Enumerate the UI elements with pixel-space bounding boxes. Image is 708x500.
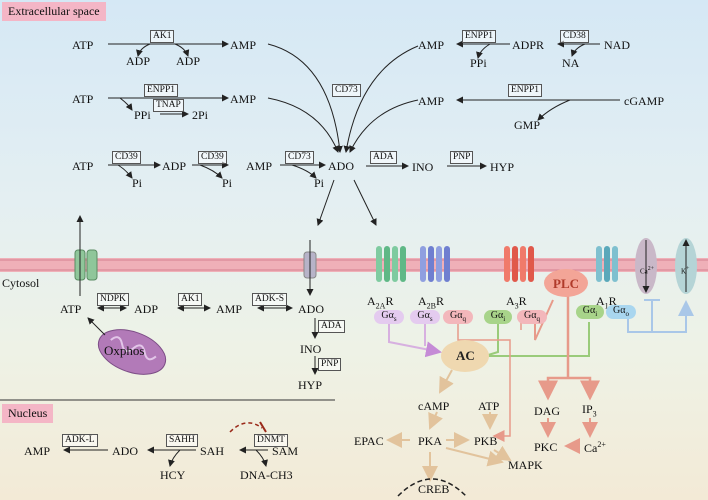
enzyme-ak1-1: AK1: [150, 30, 175, 43]
g-protein-a3-q: Gαq: [517, 310, 547, 324]
enzyme-adks: ADK-S: [252, 293, 288, 306]
node-dag: DAG: [534, 404, 560, 418]
node-hyp-cyto: HYP: [298, 378, 323, 392]
node-ppi-2: PPi: [134, 108, 151, 122]
node-amp-3: AMP: [246, 159, 273, 173]
node-cgamp: cGAMP: [624, 94, 665, 108]
enzyme-adkl: ADK-L: [62, 434, 98, 447]
node-creb: CREB: [418, 482, 450, 496]
g-protein-a1-o: Gαo: [606, 305, 636, 319]
enzyme-cd39-1: CD39: [112, 151, 141, 164]
node-adp-cyto: ADP: [134, 302, 159, 316]
enzyme-enpp1-r1: ENPP1: [462, 30, 496, 43]
node-na: NA: [562, 56, 580, 70]
node-amp-r1: AMP: [418, 38, 445, 52]
a2a-receptor-icon: [376, 246, 406, 282]
enzyme-cd73-top: CD73: [332, 84, 361, 97]
label-a2a-receptor: A2AR: [367, 294, 394, 311]
node-sam: SAM: [272, 444, 299, 458]
node-sah: SAH: [200, 444, 225, 458]
node-pi-3a: Pi: [132, 176, 143, 190]
mitochondrion-label: Oxphos: [104, 343, 145, 358]
node-mapk: MAPK: [508, 458, 543, 472]
node-atp-2: ATP: [72, 92, 94, 106]
enzyme-cd39-2: CD39: [198, 151, 227, 164]
node-amp-1: AMP: [230, 38, 257, 52]
ac-label: AC: [456, 348, 475, 363]
node-nad: NAD: [604, 38, 630, 52]
node-adpr: ADPR: [512, 38, 545, 52]
g-protein-a2b-q: Gαq: [443, 310, 473, 324]
plc-node: [544, 269, 588, 297]
node-pi-3b: Pi: [222, 176, 233, 190]
node-calcium: Ca2+: [584, 440, 606, 455]
enzyme-sahh: SAHH: [166, 434, 198, 447]
mitochondrion-icon: [97, 329, 167, 375]
node-hcy: HCY: [160, 468, 186, 482]
node-ino-cyto: INO: [300, 342, 322, 356]
label-potassium-channel: K+: [681, 266, 690, 276]
node-atp-signal: ATP: [478, 399, 500, 413]
enzyme-tnap: TNAP: [153, 99, 184, 112]
enzyme-pnp-cyto: PNP: [318, 358, 342, 371]
node-atp-3: ATP: [72, 159, 94, 173]
node-epac: EPAC: [354, 434, 384, 448]
section-cytosol: Cytosol: [2, 276, 40, 290]
enzyme-cd73-row3: CD73: [285, 151, 314, 164]
node-adp-3: ADP: [162, 159, 187, 173]
label-a2b-receptor: A2BR: [418, 294, 445, 311]
g-protein-a3-i: Gαi: [484, 310, 512, 324]
enzyme-enpp1-2: ENPP1: [144, 84, 178, 97]
node-adp-1b: ADP: [176, 54, 201, 68]
node-ado-cyto: ADO: [298, 302, 324, 316]
node-gmp: GMP: [514, 118, 541, 132]
label-a3-receptor: A3R: [506, 294, 527, 311]
node-dna-ch3: DNA-CH3: [240, 468, 293, 482]
node-camp: cAMP: [418, 399, 450, 413]
atp-channel-right: [86, 249, 98, 281]
enzyme-dnmt: DNMT: [254, 434, 288, 447]
plc-label: PLC: [553, 276, 579, 291]
a2b-receptor-icon: [420, 246, 450, 282]
label-a1-receptor: A1R: [596, 294, 617, 311]
node-pi-3c: Pi: [314, 176, 325, 190]
label-calcium-channel: Ca2+: [640, 266, 654, 276]
section-nucleus: Nucleus: [2, 404, 54, 423]
enzyme-enpp1-r2: ENPP1: [508, 84, 542, 97]
g-protein-a1-i: Gαi: [576, 305, 604, 319]
enzyme-ndpk: NDPK: [97, 293, 129, 306]
node-atp-1: ATP: [72, 38, 94, 52]
g-protein-a2a: Gαs: [374, 310, 404, 324]
node-amp-nucleus: AMP: [24, 444, 51, 458]
node-amp-r2: AMP: [418, 94, 445, 108]
node-ino-1: INO: [412, 160, 434, 174]
node-2pi: 2Pi: [192, 108, 209, 122]
node-atp-cyto: ATP: [60, 302, 82, 316]
node-hyp-1: HYP: [490, 160, 515, 174]
node-ppi-r1: PPi: [470, 56, 487, 70]
node-ip3: IP3: [582, 402, 597, 419]
node-ado-extracellular: ADO: [328, 159, 354, 173]
enzyme-ak1-cyto: AK1: [178, 293, 203, 306]
node-amp-2: AMP: [230, 92, 257, 106]
node-amp-cyto: AMP: [216, 302, 243, 316]
node-adp-1a: ADP: [126, 54, 151, 68]
enzyme-pnp-1: PNP: [450, 151, 474, 164]
enzyme-ada-cyto: ADA: [318, 320, 345, 333]
g-protein-a2b-s: Gαs: [410, 310, 440, 324]
enzyme-ada-1: ADA: [370, 151, 397, 164]
enzyme-cd38: CD38: [560, 30, 589, 43]
node-pkb: PKB: [474, 434, 498, 448]
a1-receptor-icon: [596, 246, 618, 282]
node-ado-nucleus: ADO: [112, 444, 138, 458]
ac-node: [441, 340, 489, 372]
node-pkc: PKC: [534, 440, 558, 454]
a3-receptor-icon: [504, 246, 534, 282]
section-extracellular: Extracellular space: [2, 2, 106, 21]
node-pka: PKA: [418, 434, 443, 448]
